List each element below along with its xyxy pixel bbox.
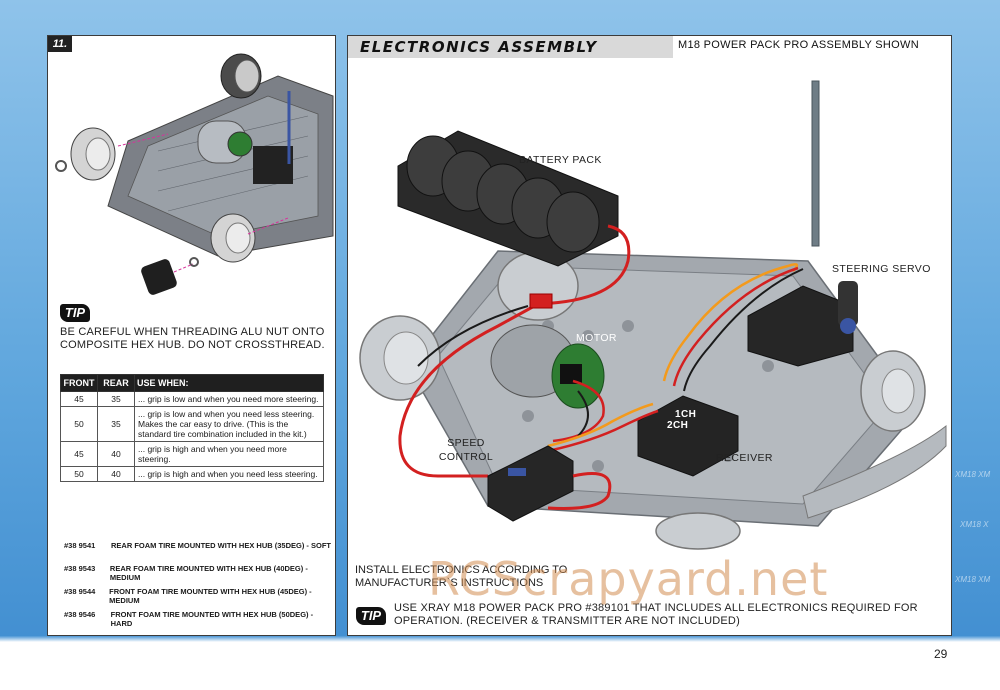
page-number: 29 — [934, 647, 948, 661]
tip-badge: TIP — [356, 607, 386, 625]
tip-text: BE CAREFUL WHEN THREADING ALU NUT ONTO C… — [60, 326, 325, 351]
use-when: ... grip is low and when you need less s… — [134, 406, 324, 442]
receiver-label: RECEIVER — [716, 452, 773, 464]
tire-combination-table: FRONT REAR USE WHEN: 45 35 ... grip is l… — [60, 374, 324, 482]
background-pattern-text: XM18 XM — [955, 575, 991, 584]
part-row: #38 9544 FRONT FOAM TIRE MOUNTED WITH HEX… — [64, 587, 335, 610]
table-row: 50 35 ... grip is low and when you need … — [60, 406, 324, 442]
battery-pack-label: BATTERY PACK — [519, 154, 602, 166]
part-description: REAR FOAM TIRE MOUNTED WITH HEX HUB (35D… — [111, 541, 331, 550]
electronics-illustration — [359, 80, 947, 550]
header-front: FRONT — [60, 374, 98, 392]
rear-value: 35 — [97, 406, 135, 442]
footer-band — [0, 636, 1000, 690]
electronics-panel: ELECTRONICS ASSEMBLY M18 POWER PACK PRO … — [347, 35, 952, 636]
part-description: REAR FOAM TIRE MOUNTED WITH HEX HUB (40D… — [109, 564, 308, 582]
table-row: 45 40 ... grip is high and when you need… — [60, 441, 324, 467]
channel-1-label: 1CH — [675, 409, 697, 420]
motor — [490, 324, 605, 409]
part-row: #38 9543 REAR FOAM TIRE MOUNTED WITH HEX … — [64, 564, 335, 587]
header-rear: REAR — [97, 374, 135, 392]
step-number: 11. — [48, 36, 72, 52]
rear-value: 40 — [97, 466, 135, 482]
table-row: 45 35 ... grip is low and when you need … — [60, 391, 324, 407]
part-number: #38 9544 — [64, 587, 96, 596]
watermark: RCScrapyard.net — [428, 552, 829, 606]
part-number: #38 9543 — [64, 564, 96, 573]
channel-2-label: 2CH — [667, 420, 689, 431]
use-when: ... grip is low and when you need more s… — [134, 391, 324, 407]
use-when: ... grip is high and when you need more … — [134, 441, 324, 467]
part-row: #38 9541 REAR FOAM TIRE MOUNTED WITH HEX … — [64, 541, 335, 564]
section-subtitle: M18 POWER PACK PRO ASSEMBLY SHOWN — [678, 39, 919, 51]
front-value: 50 — [60, 466, 98, 482]
step-panel: 11. TIP BE CAREFUL WHEN THREADING — [47, 35, 336, 636]
table-row: 50 40 ... grip is high and when you need… — [60, 466, 324, 482]
rear-value: 40 — [97, 441, 135, 467]
use-when: ... grip is high and when you need less … — [134, 466, 324, 482]
tip-badge: TIP — [60, 304, 90, 322]
background-pattern-text: XM18 X — [960, 520, 989, 529]
steering-servo — [747, 281, 858, 367]
motor-label: MOTOR — [576, 332, 617, 344]
speed-control — [487, 445, 574, 522]
section-title-bar: ELECTRONICS ASSEMBLY — [348, 36, 673, 58]
part-number: #38 9541 — [64, 541, 96, 550]
receiver — [637, 395, 739, 477]
header-use-when: USE WHEN: — [134, 374, 324, 392]
part-number: #38 9546 — [64, 610, 96, 619]
background-pattern-text: XM18 XM — [955, 470, 991, 479]
wheel-assembly-illustration — [55, 53, 334, 295]
part-description: FRONT FOAM TIRE MOUNTED WITH HEX HUB (50… — [110, 610, 314, 628]
front-value: 45 — [60, 441, 98, 467]
part-description: FRONT FOAM TIRE MOUNTED WITH HEX HUB (45… — [109, 587, 312, 605]
battery-pack — [397, 130, 619, 267]
front-value: 45 — [60, 391, 98, 407]
rear-value: 35 — [97, 391, 135, 407]
section-title: ELECTRONICS ASSEMBLY — [360, 38, 598, 56]
steering-servo-label: STEERING SERVO — [832, 263, 931, 275]
part-row: #38 9546 FRONT FOAM TIRE MOUNTED WITH HEX… — [64, 610, 335, 633]
front-value: 50 — [60, 406, 98, 442]
tip-text: USE XRAY M18 POWER PACK PRO #389101 THAT… — [394, 602, 918, 627]
speed-control-label: SPEED CONTROL — [438, 437, 494, 463]
install-instruction: INSTALL ELECTRONICS ACCORDING TO MANUFAC… — [355, 564, 568, 589]
